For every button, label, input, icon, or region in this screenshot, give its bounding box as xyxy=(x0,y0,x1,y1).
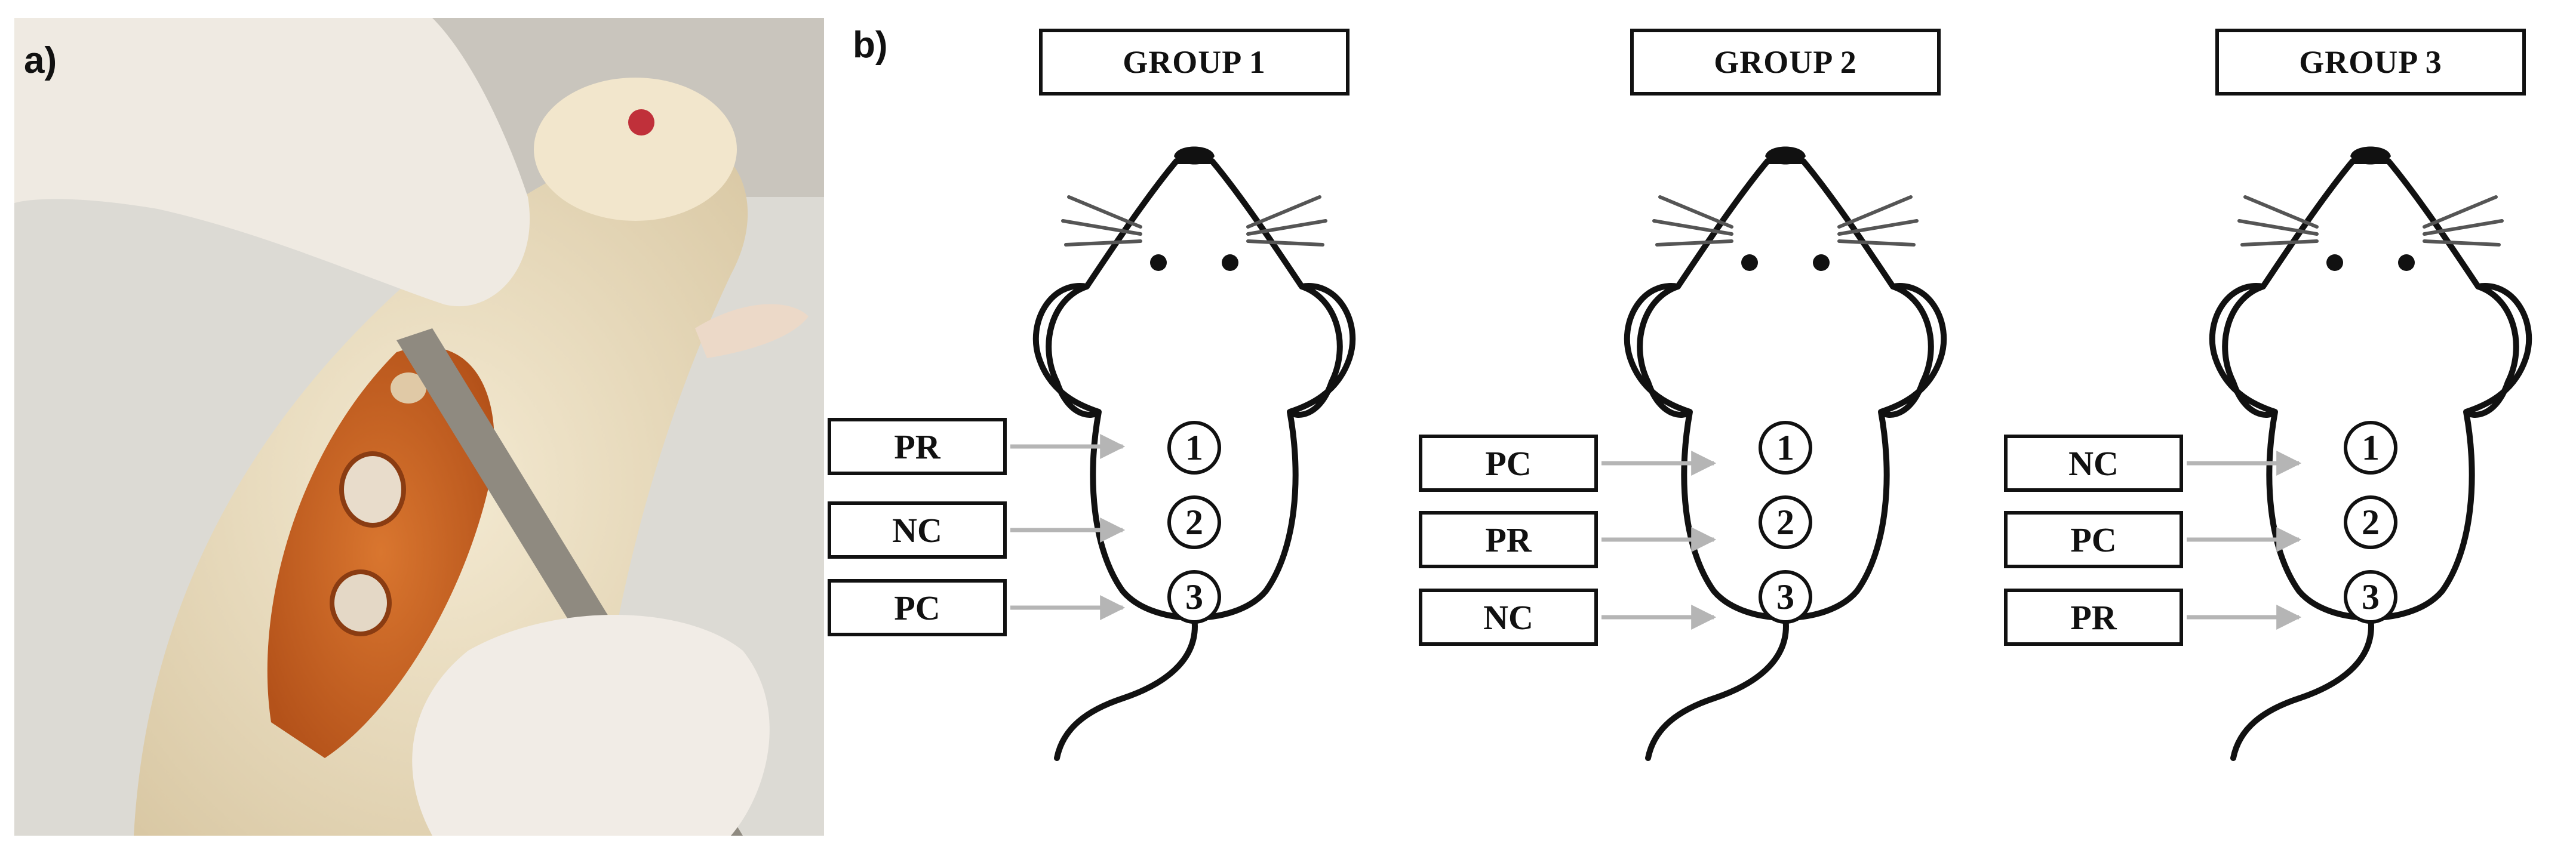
group-1-tag-1: PR xyxy=(828,418,1007,475)
group-2-title: GROUP 2 xyxy=(1630,29,1941,96)
group-1-site-3: 3 xyxy=(1167,570,1221,624)
panel-label-b: b) xyxy=(853,24,888,66)
panel-label-a: a) xyxy=(24,40,57,81)
group-3-site-1: 1 xyxy=(2344,421,2397,475)
group-2-site-3: 3 xyxy=(1759,570,1812,624)
group-2-site-1: 1 xyxy=(1759,421,1812,475)
group-3-tag-1: NC xyxy=(2004,435,2183,492)
group-1-title: GROUP 1 xyxy=(1039,29,1350,96)
group-1-tag-2: NC xyxy=(828,501,1007,559)
surgery-photo xyxy=(14,18,824,836)
group-2-tag-2: PR xyxy=(1419,511,1598,568)
group-2-tag-1: PC xyxy=(1419,435,1598,492)
group-3-tag-3: PR xyxy=(2004,589,2183,646)
group-2-tag-3: NC xyxy=(1419,589,1598,646)
group-1-site-1: 1 xyxy=(1167,421,1221,475)
group-3-title: GROUP 3 xyxy=(2215,29,2526,96)
group-2-site-2: 2 xyxy=(1759,495,1812,549)
group-1-site-2: 2 xyxy=(1167,495,1221,549)
group-1-tag-3: PC xyxy=(828,579,1007,636)
group-3-tag-2: PC xyxy=(2004,511,2183,568)
group-3-site-2: 2 xyxy=(2344,495,2397,549)
group-3-site-3: 3 xyxy=(2344,570,2397,624)
